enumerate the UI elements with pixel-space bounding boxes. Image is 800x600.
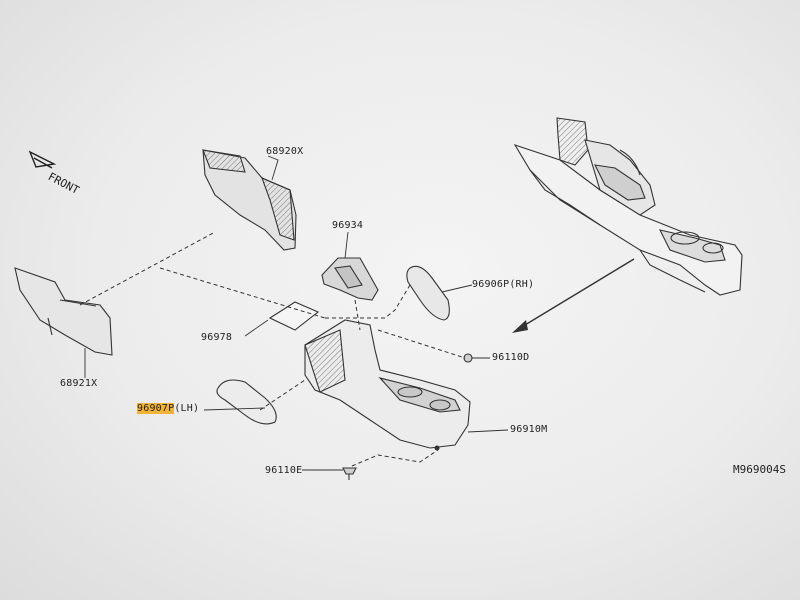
part-96110e-shape <box>342 467 357 480</box>
callout-96910m: 96910M <box>510 424 548 435</box>
assembled-console-overview <box>513 117 743 296</box>
part-96978-shape <box>268 301 320 331</box>
label-leader-lines <box>84 155 509 471</box>
callout-96110e: 96110E <box>265 465 303 476</box>
assembly-direction-arrow <box>512 258 635 333</box>
part-96934-shape <box>321 257 379 301</box>
callout-68920x: 68920X <box>266 146 304 157</box>
callout-96906p: 96906P(RH) <box>472 279 534 290</box>
part-96907p-shape <box>216 379 277 425</box>
front-arrow-icon <box>28 150 57 169</box>
part-96910m-shape <box>304 319 471 451</box>
callout-68921x: 68921X <box>60 378 98 389</box>
callout-96978: 96978 <box>201 332 233 343</box>
callout-96906p-side: (RH) <box>509 279 535 290</box>
callout-96907p-number: 96907P <box>137 403 175 414</box>
part-68921x-shape <box>14 267 113 356</box>
callout-96907p: 96907P(LH) <box>137 403 199 414</box>
part-68920x-shape <box>202 149 297 251</box>
callout-96110d: 96110D <box>492 352 530 363</box>
part-96906p-shape <box>406 265 450 321</box>
diagram-reference-code: M969004S <box>733 463 786 476</box>
part-96110d-shape <box>463 353 473 363</box>
callout-96906p-number: 96906P <box>472 279 510 290</box>
callout-96934: 96934 <box>332 220 364 231</box>
dashed-connector-lines <box>79 231 466 467</box>
callout-96907p-side: (LH) <box>174 403 200 414</box>
